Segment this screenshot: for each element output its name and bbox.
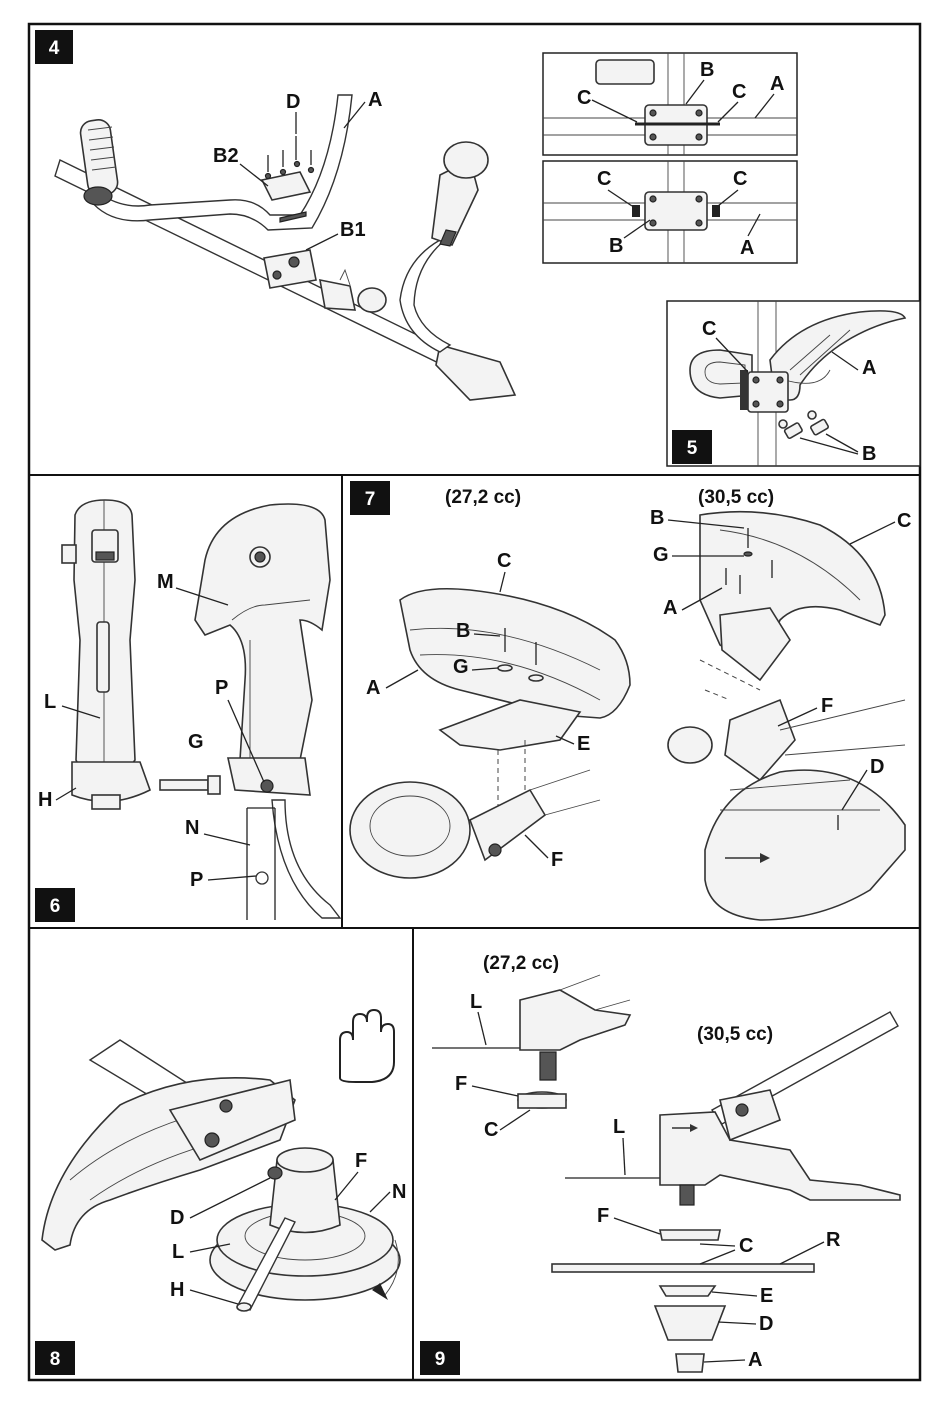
hand-stop-icon bbox=[340, 1010, 394, 1082]
label-g-right: G bbox=[653, 544, 669, 566]
label-m: M bbox=[157, 571, 174, 593]
caption-left: (27,2 cc) bbox=[445, 487, 521, 508]
panel-8-number: 8 bbox=[50, 1349, 61, 1370]
label-h: H bbox=[38, 789, 52, 811]
label-f-right: F bbox=[821, 695, 833, 717]
label-b1: B1 bbox=[340, 219, 366, 241]
label-b2: B2 bbox=[213, 145, 239, 167]
label-e-right: E bbox=[760, 1285, 773, 1307]
panel-6: 6 M L H P G N P bbox=[35, 500, 340, 922]
panel-7-number: 7 bbox=[365, 489, 376, 510]
handle-side-illustration bbox=[195, 504, 340, 918]
label-d-right: D bbox=[870, 756, 884, 778]
label-h: H bbox=[170, 1279, 184, 1301]
label-a-right: A bbox=[748, 1349, 762, 1371]
panel-7: 7 (27,2 cc) (30,5 cc) C B A G E F bbox=[350, 481, 911, 920]
detail-top-label-a: A bbox=[770, 73, 784, 95]
label-p-bottom: P bbox=[190, 869, 203, 891]
panel-9: (27,2 cc) (30,5 cc) L F C bbox=[420, 953, 900, 1375]
detail-top-label-b: B bbox=[700, 59, 714, 81]
shaft-section-illustration bbox=[247, 808, 275, 920]
caption-right: (30,5 cc) bbox=[697, 1024, 773, 1045]
label-b-left: B bbox=[456, 620, 470, 642]
label-f-left: F bbox=[455, 1073, 467, 1095]
gearhead-right-illustration bbox=[552, 1012, 900, 1372]
label-f-right: F bbox=[597, 1205, 609, 1227]
label-c-right: C bbox=[897, 510, 911, 532]
label-p-top: P bbox=[215, 677, 228, 699]
detail-bottom-label-c1: C bbox=[597, 168, 611, 190]
label-l-left: L bbox=[470, 991, 482, 1013]
label-f-left: F bbox=[551, 849, 563, 871]
panel-9-number: 9 bbox=[435, 1349, 446, 1370]
label-a: A bbox=[368, 89, 382, 111]
screws-illustration bbox=[266, 136, 314, 179]
label-e-left: E bbox=[577, 733, 590, 755]
label-c-right: C bbox=[739, 1235, 753, 1257]
label-n: N bbox=[185, 817, 199, 839]
label-l: L bbox=[44, 691, 56, 713]
label-d-right: D bbox=[759, 1313, 773, 1335]
detail-bottom-label-a: A bbox=[740, 237, 754, 259]
detail-bottom-label-b: B bbox=[609, 235, 623, 257]
label-l-right: L bbox=[613, 1116, 625, 1138]
label-r-right: R bbox=[826, 1229, 841, 1251]
detail-bottom-label-c2: C bbox=[733, 168, 747, 190]
detail-bottom-illustration bbox=[543, 161, 797, 263]
label-a: A bbox=[862, 357, 876, 379]
panel-8: 8 F N D L H bbox=[35, 1010, 406, 1375]
throttle-grip-illustration bbox=[400, 142, 488, 352]
guard-right-illustration bbox=[700, 512, 885, 680]
label-g: G bbox=[188, 731, 204, 753]
label-f: F bbox=[355, 1150, 367, 1172]
label-a-right: A bbox=[663, 597, 677, 619]
caption-left: (27,2 cc) bbox=[483, 953, 559, 974]
caption-right: (30,5 cc) bbox=[698, 487, 774, 508]
detail-top-label-c1: C bbox=[577, 87, 591, 109]
label-n: N bbox=[392, 1181, 406, 1203]
label-b: B bbox=[862, 443, 876, 465]
label-c: C bbox=[702, 318, 716, 340]
bolt-illustration bbox=[160, 776, 220, 794]
label-b-right: B bbox=[650, 507, 664, 529]
label-c-left: C bbox=[484, 1119, 498, 1141]
label-a-left: A bbox=[366, 677, 380, 699]
label-c-left: C bbox=[497, 550, 511, 572]
panel-4-number: 4 bbox=[49, 38, 60, 59]
lower-guard-right-illustration bbox=[705, 770, 905, 920]
detail-top-label-c2: C bbox=[732, 81, 746, 103]
label-l: L bbox=[172, 1241, 184, 1263]
panel-6-number: 6 bbox=[50, 896, 61, 917]
panel-5: 5 C A B bbox=[667, 301, 920, 466]
label-d: D bbox=[170, 1207, 184, 1229]
handle-front-illustration bbox=[62, 500, 150, 809]
label-d: D bbox=[286, 91, 300, 113]
label-g-left: G bbox=[453, 656, 469, 678]
panel-5-number: 5 bbox=[687, 438, 698, 459]
